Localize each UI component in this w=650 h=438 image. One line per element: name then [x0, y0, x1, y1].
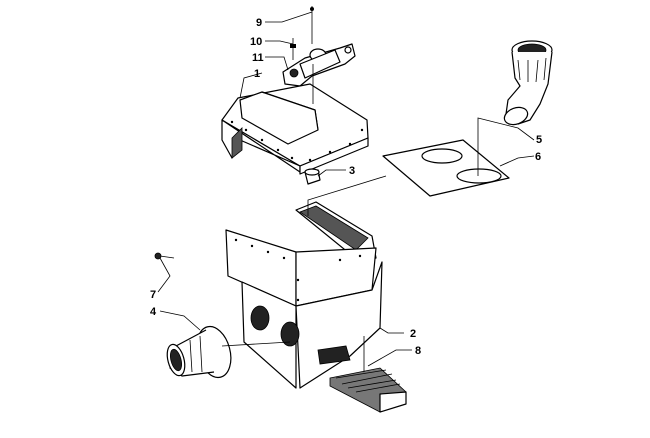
screen-icon — [329, 367, 407, 413]
callout-2: 2 — [410, 328, 416, 340]
bolt-icon — [290, 38, 296, 60]
callout-5: 5 — [536, 134, 542, 146]
airbox-housing-icon — [225, 201, 383, 389]
leader-lines — [157, 11, 535, 372]
callout-11: 11 — [252, 52, 264, 64]
gasket-plate-icon — [382, 139, 510, 197]
callout-7: 7 — [150, 289, 156, 301]
callout-3: 3 — [349, 165, 355, 177]
callout-9: 9 — [256, 17, 262, 29]
callout-10: 10 — [250, 36, 262, 48]
callout-1: 1 — [254, 68, 260, 80]
elbow-duct-icon — [503, 40, 553, 126]
bracket-icon — [282, 43, 356, 87]
cable-icon — [310, 6, 314, 44]
screw-icon — [154, 252, 175, 260]
callout-4: 4 — [150, 306, 157, 318]
intake-boot-icon — [166, 325, 232, 379]
callout-6: 6 — [535, 151, 541, 163]
airbox-lid-icon — [221, 64, 369, 175]
callout-8: 8 — [415, 345, 421, 357]
grommet-icon — [304, 168, 321, 185]
callout-labels: 9 10 11 1 3 5 6 7 4 2 8 — [150, 17, 542, 357]
